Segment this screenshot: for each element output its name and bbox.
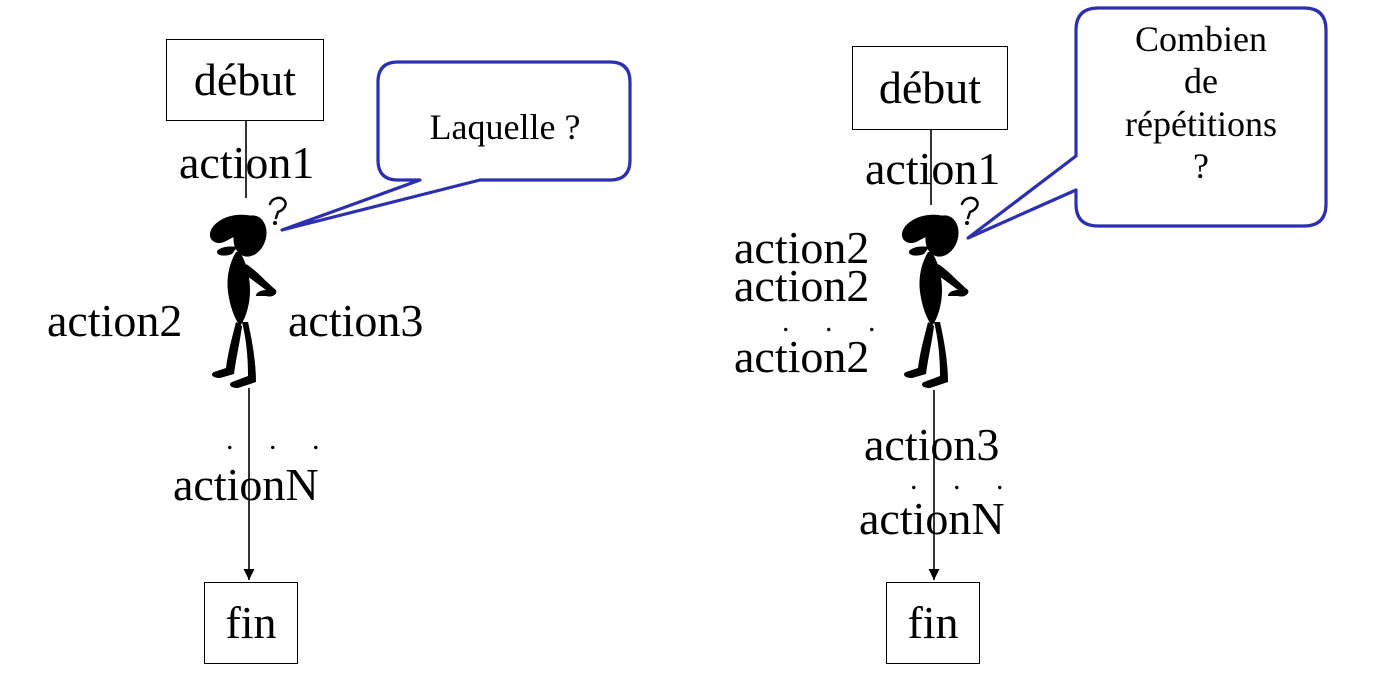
left-action3-label: action3 [288, 295, 424, 346]
left-ellipsis: . . . [226, 423, 334, 456]
right-ellipsis: . . . [910, 463, 1018, 496]
right-end-box: fin [886, 582, 980, 664]
left-action2-label: action2 [47, 295, 183, 346]
right-bubble-line-4: ? [1193, 146, 1209, 187]
right-speech-bubble [966, 6, 1328, 240]
right-repeat-action-3: action2 [734, 331, 870, 382]
left-thinking-person-icon [208, 196, 287, 390]
right-actionN-label: actionN [859, 493, 1005, 544]
left-action1-label: action1 [179, 137, 315, 188]
right-start-box: début [852, 46, 1008, 130]
right-bubble-line-3: répétitions [1125, 103, 1277, 144]
left-actionN-label: actionN [173, 459, 319, 510]
right-thinking-person-icon [900, 196, 979, 390]
right-start-label: début [878, 62, 982, 113]
right-repeat-action-2: action2 [734, 260, 870, 311]
right-bubble-line-1: Combien [1135, 19, 1267, 59]
left-end-label: fin [225, 597, 277, 648]
right-action1-label: action1 [865, 143, 1001, 194]
left-end-box: fin [204, 582, 298, 664]
right-bubble-line-2: de [1184, 61, 1218, 102]
right-end-label: fin [907, 597, 959, 648]
right-repeat-ellipsis: . . . [782, 305, 890, 338]
left-start-label: début [193, 54, 297, 105]
right-action3-label: action3 [864, 419, 1000, 470]
right-repeat-action-1: action2 [734, 222, 870, 273]
left-start-box: début [166, 39, 324, 121]
right-bubble-text: Combien de répétitions ? [1086, 18, 1316, 188]
left-speech-bubble [280, 60, 632, 232]
left-bubble-text: Laquelle ? [429, 107, 581, 147]
